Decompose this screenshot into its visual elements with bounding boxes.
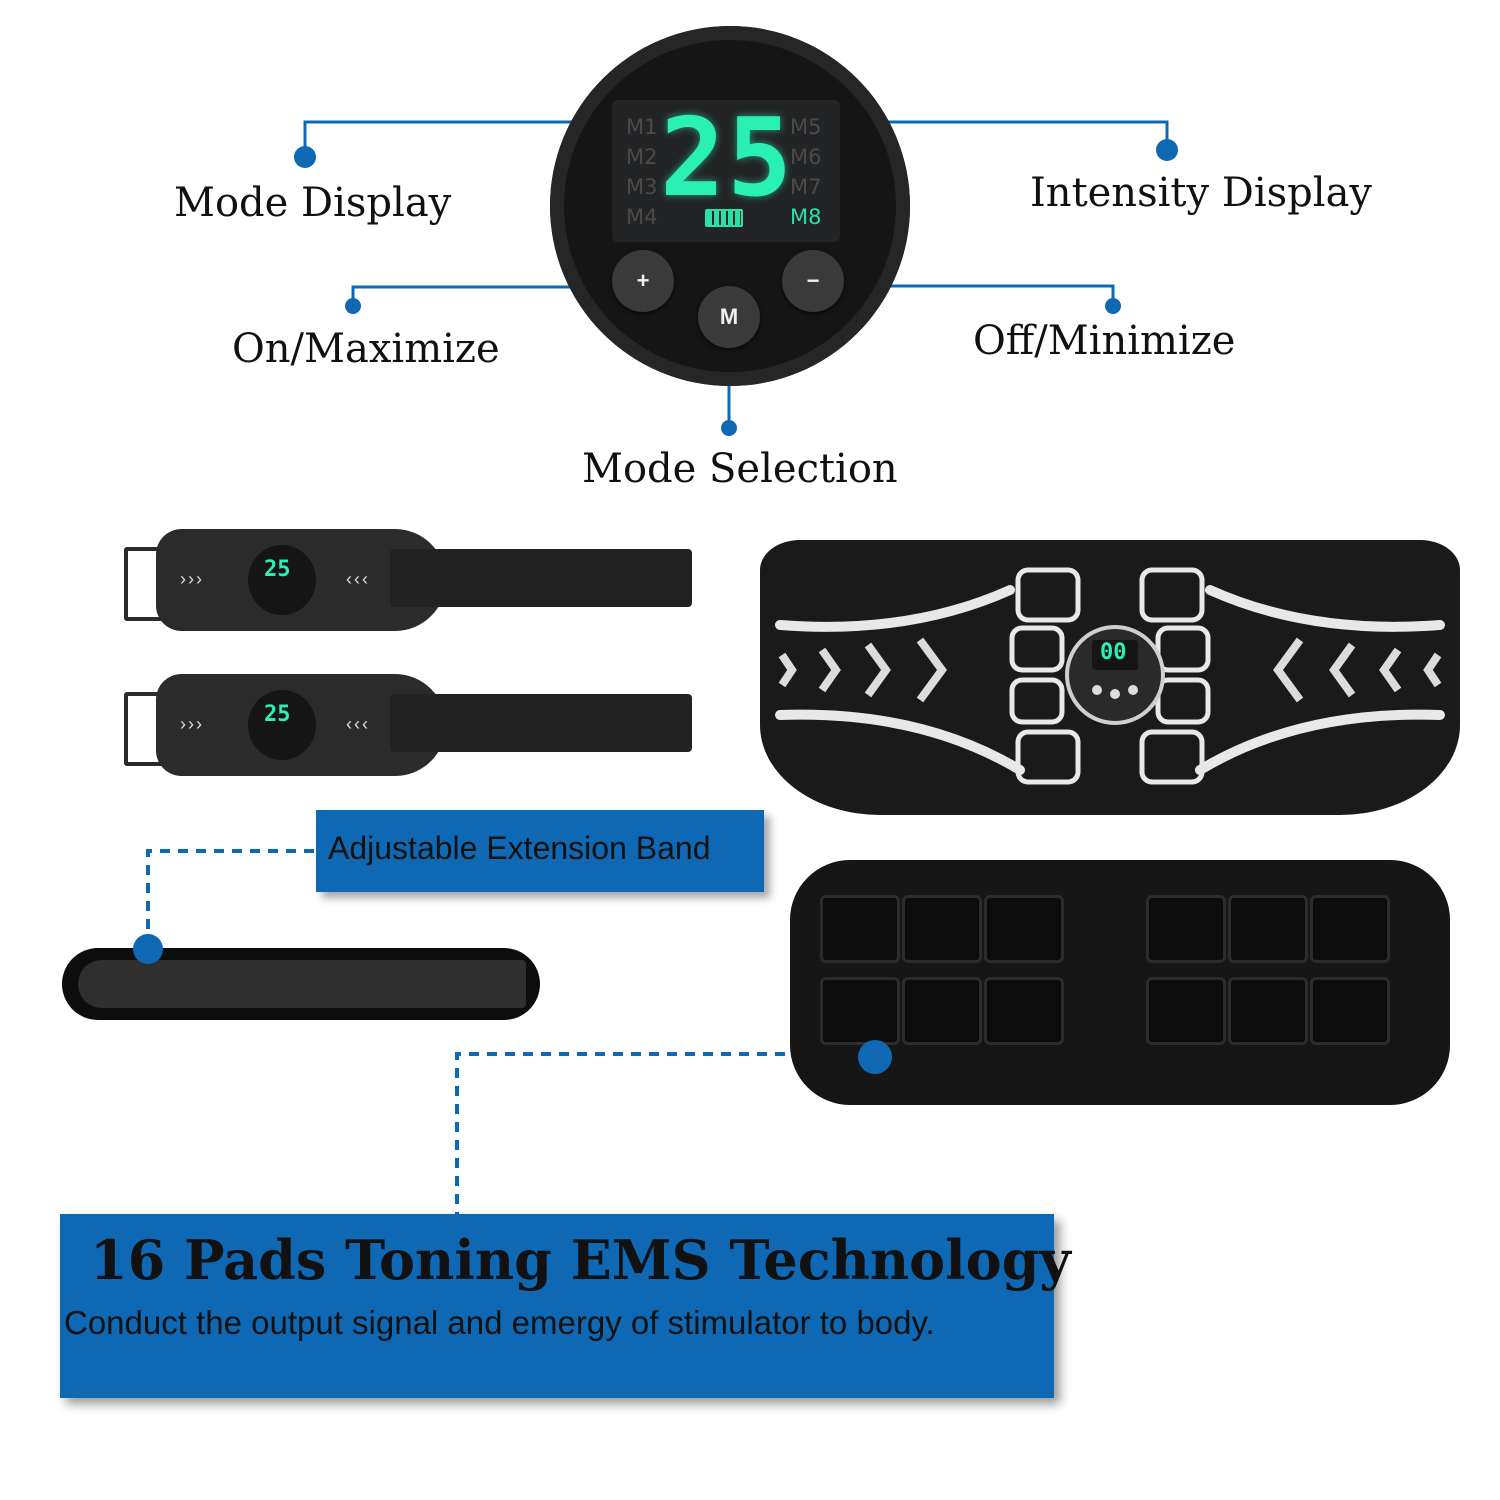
electrode-pad bbox=[1310, 895, 1390, 963]
intensity-digits: 25 bbox=[660, 96, 795, 221]
electrode-pad bbox=[902, 895, 982, 963]
banner-title: 16 Pads Toning EMS Technology bbox=[90, 1228, 1071, 1292]
technology-banner: 16 Pads Toning EMS Technology Conduct th… bbox=[60, 1214, 1071, 1398]
electrode-pad bbox=[984, 977, 1064, 1045]
banner-subtitle: Conduct the output signal and emergy of … bbox=[64, 1304, 935, 1341]
mode-label: M2 bbox=[626, 145, 658, 169]
mode-label: M3 bbox=[626, 175, 658, 199]
mode-display-label: Mode Display bbox=[174, 180, 452, 226]
mode-list-right: M5 M6 M7 M8 bbox=[790, 112, 821, 232]
mode-label: M1 bbox=[626, 115, 658, 139]
electrode-pad bbox=[1228, 977, 1308, 1045]
electrode-pad bbox=[1228, 895, 1308, 963]
arm-band-screen bbox=[248, 690, 316, 760]
mode-selection-label: Mode Selection bbox=[582, 446, 898, 492]
extension-callout-dot bbox=[133, 934, 163, 964]
chevrons-right-icon: ‹‹‹ bbox=[346, 569, 370, 589]
extension-band-inner bbox=[78, 960, 526, 1008]
arm-band: 25 ››› ‹‹‹ bbox=[120, 525, 695, 635]
electrode-pad bbox=[984, 895, 1064, 963]
electrode-pad bbox=[1310, 977, 1390, 1045]
intensity-display-label: Intensity Display bbox=[1030, 170, 1373, 216]
electrode-pads bbox=[820, 895, 1440, 1065]
chevrons-right-icon: ‹‹‹ bbox=[346, 714, 370, 734]
mode-label: M6 bbox=[790, 145, 822, 169]
mode-label-active: M8 bbox=[790, 205, 822, 229]
arm-band: 25 ››› ‹‹‹ bbox=[120, 670, 695, 780]
minus-button[interactable]: − bbox=[782, 250, 844, 312]
mode-list-left: M1 M2 M3 M4 bbox=[626, 112, 657, 232]
arm-band-strap bbox=[390, 549, 692, 607]
mode-label: M5 bbox=[790, 115, 822, 139]
chevrons-left-icon: ››› bbox=[180, 569, 204, 589]
extension-band-label-box: Adjustable Extension Band bbox=[316, 810, 764, 892]
arm-band-digits: 25 bbox=[264, 702, 291, 727]
arm-band-digits: 25 bbox=[264, 557, 291, 582]
arm-band-strap bbox=[390, 694, 692, 752]
on-maximize-label: On/Maximize bbox=[232, 326, 500, 372]
off-minimize-label: Off/Minimize bbox=[973, 318, 1236, 364]
electrode-pad bbox=[1146, 895, 1226, 963]
belt-digits: 00 bbox=[1100, 640, 1127, 665]
battery-icon bbox=[705, 209, 743, 227]
electrode-pad bbox=[820, 895, 900, 963]
electrode-pad bbox=[1146, 977, 1226, 1045]
mode-label: M7 bbox=[790, 175, 822, 199]
electrode-pad bbox=[820, 977, 900, 1045]
arm-band-screen bbox=[248, 545, 316, 615]
chevrons-left-icon: ››› bbox=[180, 714, 204, 734]
mode-button[interactable]: M bbox=[698, 286, 760, 348]
extension-band bbox=[62, 948, 540, 1020]
plus-button[interactable]: + bbox=[612, 250, 674, 312]
mode-label: M4 bbox=[626, 205, 658, 229]
belt-pattern bbox=[775, 567, 1445, 785]
electrode-pad bbox=[902, 977, 982, 1045]
pads-callout-dot bbox=[858, 1040, 892, 1074]
extension-band-label: Adjustable Extension Band bbox=[328, 830, 711, 866]
